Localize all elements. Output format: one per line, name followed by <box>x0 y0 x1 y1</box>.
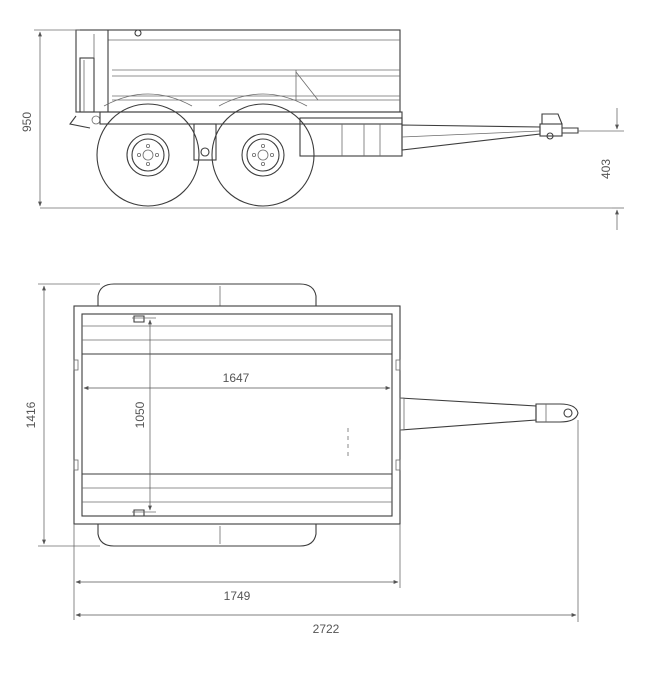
side-wheel-rear <box>211 103 315 207</box>
dim-overall-length: 2722 <box>75 420 579 636</box>
dim-label-403: 403 <box>599 159 613 179</box>
top-cargo-body <box>73 305 401 525</box>
top-fender-left <box>97 283 317 306</box>
dim-label-1749: 1749 <box>224 589 251 603</box>
side-chassis <box>99 111 403 161</box>
dim-label-2722: 2722 <box>313 622 340 636</box>
dim-overall-height: 950 <box>20 29 80 207</box>
top-cargo-inner <box>81 313 393 517</box>
dim-label-950: 950 <box>20 112 34 132</box>
dim-inner-length: 1647 <box>83 371 391 390</box>
side-wheel-front <box>96 103 200 207</box>
dim-inner-width: 1050 <box>132 317 156 513</box>
dim-label-1647: 1647 <box>223 371 250 385</box>
side-view: 950 403 <box>20 29 624 230</box>
top-fender-right <box>97 524 317 547</box>
dim-body-length: 1749 <box>73 524 401 620</box>
dim-label-1050: 1050 <box>133 401 147 428</box>
dim-label-1416: 1416 <box>24 401 38 428</box>
side-fender-front <box>103 93 193 107</box>
top-drawbar <box>399 397 579 431</box>
dim-coupling-height: 403 <box>578 108 624 230</box>
side-fender-rear <box>218 93 308 107</box>
side-drawbar <box>401 113 579 151</box>
dim-overall-width: 1416 <box>24 283 100 547</box>
top-view: 1416 1647 1050 1749 2722 <box>24 283 579 636</box>
